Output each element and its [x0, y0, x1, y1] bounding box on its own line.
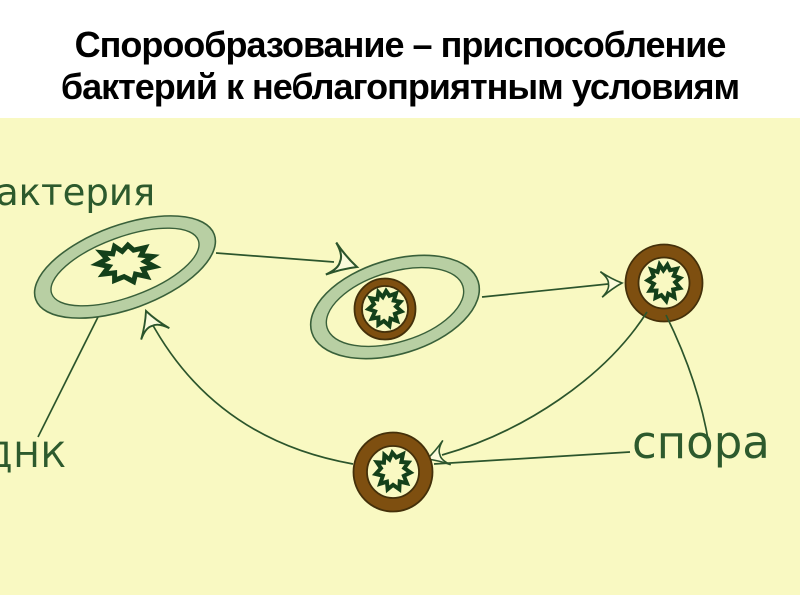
- dna-label: ДНК: [0, 436, 67, 476]
- spore-wall-outline: [637, 256, 691, 310]
- arrow-to-sporulation: [215, 241, 364, 285]
- title-line-1: Спорообразование – приспособление: [74, 24, 727, 65]
- diagram-canvas: [33, 215, 710, 513]
- arrow-germination: [130, 304, 354, 465]
- diagram-area: актерия ДНК спора: [0, 118, 800, 595]
- forming-spore-wall-outline: [361, 285, 409, 333]
- dna-blob: [644, 260, 684, 305]
- free-spore: [624, 243, 704, 323]
- spore-wall: [625, 244, 703, 322]
- spore-pointer-line-left: [433, 451, 631, 465]
- cell-membrane-inner: [50, 227, 200, 307]
- spore-pointer-line-right: [665, 314, 710, 446]
- forming-spore-wall-outline: [353, 277, 417, 341]
- spore-label: спора: [632, 416, 770, 469]
- arrow-spore-drop: [422, 311, 648, 472]
- arrow-to-free-spore: [481, 269, 624, 299]
- bacterium-with-forming-spore: [309, 254, 481, 360]
- spore-wall: [353, 432, 433, 512]
- title-line-2: бактерий к неблагоприятным условиям: [60, 66, 740, 107]
- spore-wall-outline: [352, 431, 434, 513]
- spore-wall-outline: [624, 243, 704, 323]
- bacterium-cell: [33, 215, 217, 319]
- dna-blob: [372, 449, 414, 494]
- slide-title: Спорообразование – приспособление бактер…: [0, 24, 800, 108]
- germinating-spore: [352, 431, 434, 513]
- bacterium-label: актерия: [0, 171, 156, 214]
- spore-wall-outline: [366, 445, 420, 499]
- forming-spore-wall: [354, 278, 416, 340]
